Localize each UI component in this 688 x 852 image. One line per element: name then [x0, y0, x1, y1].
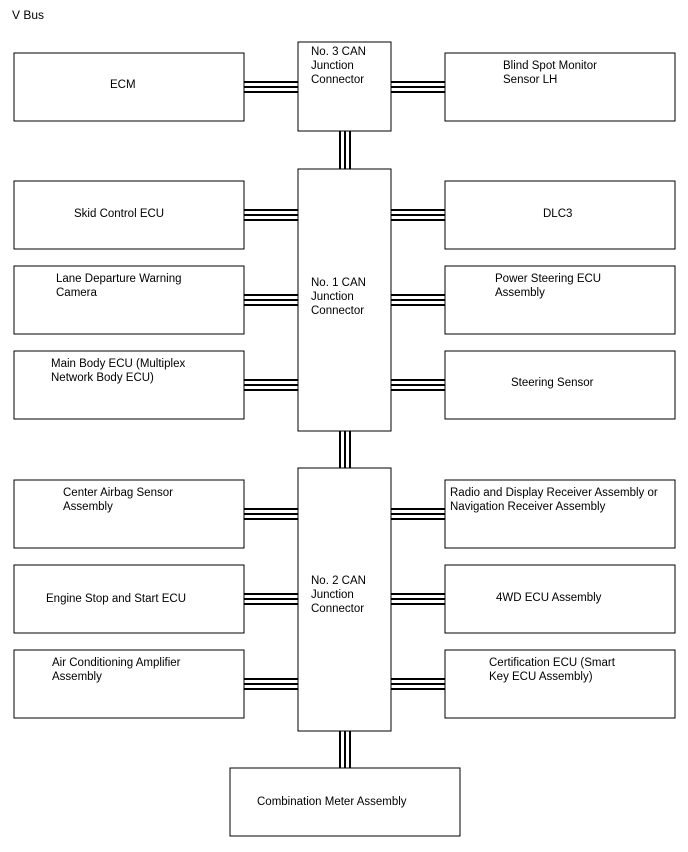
ecu-box-mainbody: Main Body ECU (Multiplex Network Body EC…	[13, 350, 245, 420]
junction-j2-line3: Connector	[311, 603, 364, 615]
ecu-label-lane-2: Camera	[56, 287, 98, 299]
ecu-label-fwd: 4WD ECU Assembly	[496, 592, 602, 604]
junction-j2: No. 2 CAN Junction Connector	[297, 467, 392, 732]
ecu-label-steer: Steering Sensor	[511, 377, 594, 389]
ecu-box-bsm: Blind Spot Monitor Sensor LH	[444, 52, 676, 122]
ecu-label-skid: Skid Control ECU	[74, 208, 164, 220]
junction-j1-line1: No. 1 CAN	[311, 277, 366, 289]
ecu-label-ps-2: Assembly	[495, 287, 545, 299]
ecu-box-airbag: Center Airbag Sensor Assembly	[13, 479, 245, 549]
ecu-label-lane-1: Lane Departure Warning	[56, 273, 182, 285]
ecu-label-radio-2: Navigation Receiver Assembly	[450, 501, 606, 513]
link-engine	[244, 593, 298, 605]
ecu-box-radio: Radio and Display Receiver Assembly or N…	[444, 479, 676, 549]
diagram-title: V Bus	[12, 8, 45, 22]
ecu-box-cert: Certification ECU (Smart Key ECU Assembl…	[444, 649, 676, 719]
link-bsm	[391, 81, 445, 93]
junction-j3-line2: Junction	[311, 60, 354, 72]
trunk-j2-meter	[339, 731, 351, 768]
ecu-label-engine: Engine Stop and Start ECU	[46, 593, 186, 605]
ecu-label-bsm-1: Blind Spot Monitor	[503, 60, 597, 72]
ecu-label-ps-1: Power Steering ECU	[495, 273, 601, 285]
ecu-label-radio-1: Radio and Display Receiver Assembly or	[450, 487, 658, 499]
ecu-label-dlc3: DLC3	[543, 208, 572, 220]
link-mainbody	[244, 379, 298, 391]
ecu-box-dlc3: DLC3	[444, 180, 676, 250]
link-radio	[391, 508, 445, 520]
ecu-label-airbag-2: Assembly	[63, 501, 113, 513]
link-dlc3	[391, 209, 445, 221]
ecu-box-ps: Power Steering ECU Assembly	[444, 265, 676, 335]
ecu-label-airbag-1: Center Airbag Sensor	[63, 487, 173, 499]
ecu-label-ecm: ECM	[110, 79, 136, 91]
junction-j2-line1: No. 2 CAN	[311, 575, 366, 587]
link-fwd	[391, 593, 445, 605]
ecu-label-cert-2: Key ECU Assembly)	[489, 671, 593, 683]
link-lane	[244, 294, 298, 306]
junction-j2-line2: Junction	[311, 589, 354, 601]
ecu-label-bsm-2: Sensor LH	[503, 74, 557, 86]
ecu-label-mainbody-2: Network Body ECU)	[51, 372, 154, 384]
link-ecm	[244, 81, 298, 93]
ecu-label-meter: Combination Meter Assembly	[257, 796, 407, 808]
ecu-box-lane: Lane Departure Warning Camera	[13, 265, 245, 335]
junction-j1-line3: Connector	[311, 305, 364, 317]
ecu-label-cert-1: Certification ECU (Smart	[489, 657, 616, 669]
link-ps	[391, 294, 445, 306]
ecu-box-fwd: 4WD ECU Assembly	[444, 564, 676, 634]
junction-j3-line1: No. 3 CAN	[311, 46, 366, 58]
ecu-label-ac-2: Assembly	[52, 671, 102, 683]
ecu-label-mainbody-1: Main Body ECU (Multiplex	[51, 358, 185, 370]
link-ac	[244, 678, 298, 690]
trunk-j1-j2	[339, 431, 351, 468]
bus-lines	[244, 81, 445, 768]
link-cert	[391, 678, 445, 690]
ecu-box-ac: Air Conditioning Amplifier Assembly	[13, 649, 245, 719]
ecu-label-ac-1: Air Conditioning Amplifier	[52, 657, 181, 669]
ecu-box-ecm: ECM	[13, 52, 245, 122]
ecu-box-engine: Engine Stop and Start ECU	[13, 564, 245, 634]
junction-j1-line2: Junction	[311, 291, 354, 303]
link-skid	[244, 209, 298, 221]
ecu-box-meter: Combination Meter Assembly	[229, 767, 461, 837]
ecu-box-steer: Steering Sensor	[444, 350, 676, 420]
junction-j3-line3: Connector	[311, 74, 364, 86]
junction-j1: No. 1 CAN Junction Connector	[297, 168, 392, 432]
junction-j3: No. 3 CAN Junction Connector	[297, 41, 392, 132]
ecu-box-skid: Skid Control ECU	[13, 180, 245, 250]
link-airbag	[244, 508, 298, 520]
link-steer	[391, 379, 445, 391]
trunk-j3-j1	[339, 131, 351, 169]
